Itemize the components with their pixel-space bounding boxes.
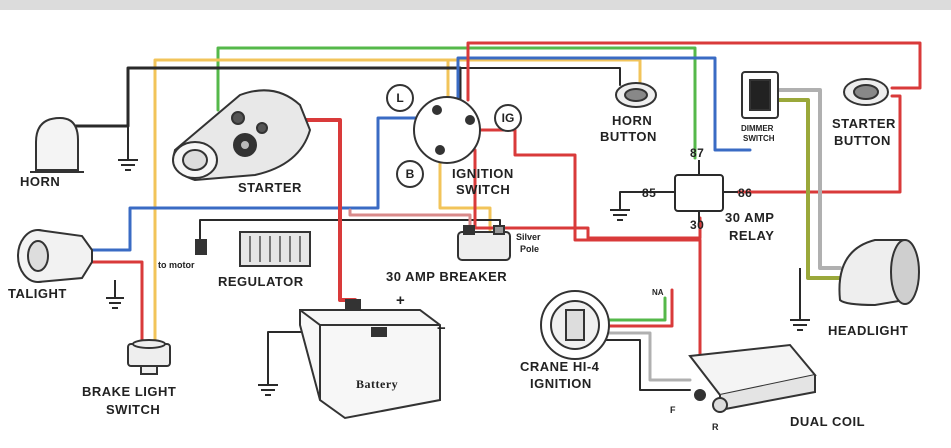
crane-tag: NA <box>652 288 664 297</box>
wire-yellow-horn <box>446 58 642 87</box>
wire-black-relay85 <box>619 191 669 211</box>
label-battery: Battery <box>356 377 399 391</box>
coil-terminal-f: F <box>670 405 676 415</box>
wire-red-breaker <box>348 208 472 232</box>
taillight-shape <box>17 229 93 283</box>
label-breaker-pole-1: Silver <box>516 232 541 242</box>
label-to-motor: to motor <box>158 260 195 270</box>
wire-green-crane <box>596 296 667 322</box>
label-ignition-switch-1: IGNITION <box>452 166 514 181</box>
label-battery-plus: + <box>396 292 406 309</box>
headlight-shape <box>838 239 920 307</box>
ground-horn <box>118 159 138 171</box>
wire-red-crane <box>596 288 674 328</box>
label-regulator: REGULATOR <box>218 274 304 289</box>
breaker-shape <box>457 225 511 261</box>
label-starter-button-1: STARTER <box>832 116 896 131</box>
relay-pin-85: 85 <box>642 186 657 200</box>
wire-olive-headlight <box>770 98 842 280</box>
label-taillight: TALIGHT <box>8 286 67 301</box>
label-brake-light-switch-2: SWITCH <box>106 402 161 417</box>
starter-button-shape <box>843 78 889 106</box>
starter-shape <box>172 89 312 182</box>
label-headlight: HEADLIGHT <box>828 323 909 338</box>
label-battery-minus: − <box>437 320 447 337</box>
terminal-b: B <box>396 160 424 188</box>
label-dual-coil: DUAL COIL <box>790 414 866 429</box>
label-breaker-pole-2: Pole <box>520 244 540 254</box>
horn-button-shape <box>615 82 657 108</box>
wire-gray-headlight <box>778 88 842 270</box>
label-ignition-switch-2: SWITCH <box>456 182 511 197</box>
coil-terminal-r: R <box>712 422 719 432</box>
crane-ignition-shape <box>540 290 610 360</box>
brake-light-switch-shape <box>127 339 171 375</box>
battery-shape <box>299 299 441 420</box>
wire-blue-top <box>456 56 752 152</box>
label-relay-2: RELAY <box>729 228 775 243</box>
wire-green <box>216 46 697 160</box>
ground-headlight <box>790 268 810 331</box>
label-dimmer-switch-2: SWITCH <box>743 134 775 143</box>
wire-red-taillight <box>90 260 144 344</box>
label-horn-button-1: HORN <box>612 113 653 128</box>
label-relay-1: 30 AMP <box>725 210 775 225</box>
label-horn: HORN <box>20 174 61 189</box>
label-brake-light-switch-1: BRAKE LIGHT <box>82 384 177 399</box>
wire-black-horn-button <box>459 67 621 86</box>
relay-shape <box>668 160 738 222</box>
ground-battery <box>258 384 278 396</box>
regulator-shape <box>195 231 311 267</box>
relay-pin-30: 30 <box>690 218 705 232</box>
relay-pin-86: 86 <box>738 186 753 200</box>
label-horn-button-2: BUTTON <box>600 129 657 144</box>
wire-gray-crane <box>596 331 692 382</box>
label-dimmer-switch-1: DIMMER <box>741 124 774 133</box>
dual-coil-shape <box>688 343 817 413</box>
label-starter: STARTER <box>238 180 302 195</box>
wire-red-main <box>466 41 922 102</box>
ground-taillight <box>106 280 124 309</box>
terminal-l: L <box>386 84 414 112</box>
horn-shape <box>30 116 84 173</box>
ground-relay <box>610 209 630 221</box>
terminal-ig: IG <box>494 104 522 132</box>
relay-pin-87: 87 <box>690 146 705 160</box>
dimmer-switch-shape <box>741 71 779 119</box>
wire-blue <box>90 116 440 252</box>
wire-yellow <box>153 58 450 344</box>
top-border <box>0 0 951 10</box>
wire-black-coil <box>597 339 691 391</box>
wire-red-relay30 <box>473 148 702 240</box>
label-starter-button-2: BUTTON <box>834 133 891 148</box>
label-crane-ignition-2: IGNITION <box>530 376 592 391</box>
label-crane-ignition-1: CRANE HI-4 <box>520 359 600 374</box>
label-breaker: 30 AMP BREAKER <box>386 269 508 284</box>
wire-black-horn <box>73 66 462 128</box>
ignition-switch-shape <box>413 96 481 164</box>
